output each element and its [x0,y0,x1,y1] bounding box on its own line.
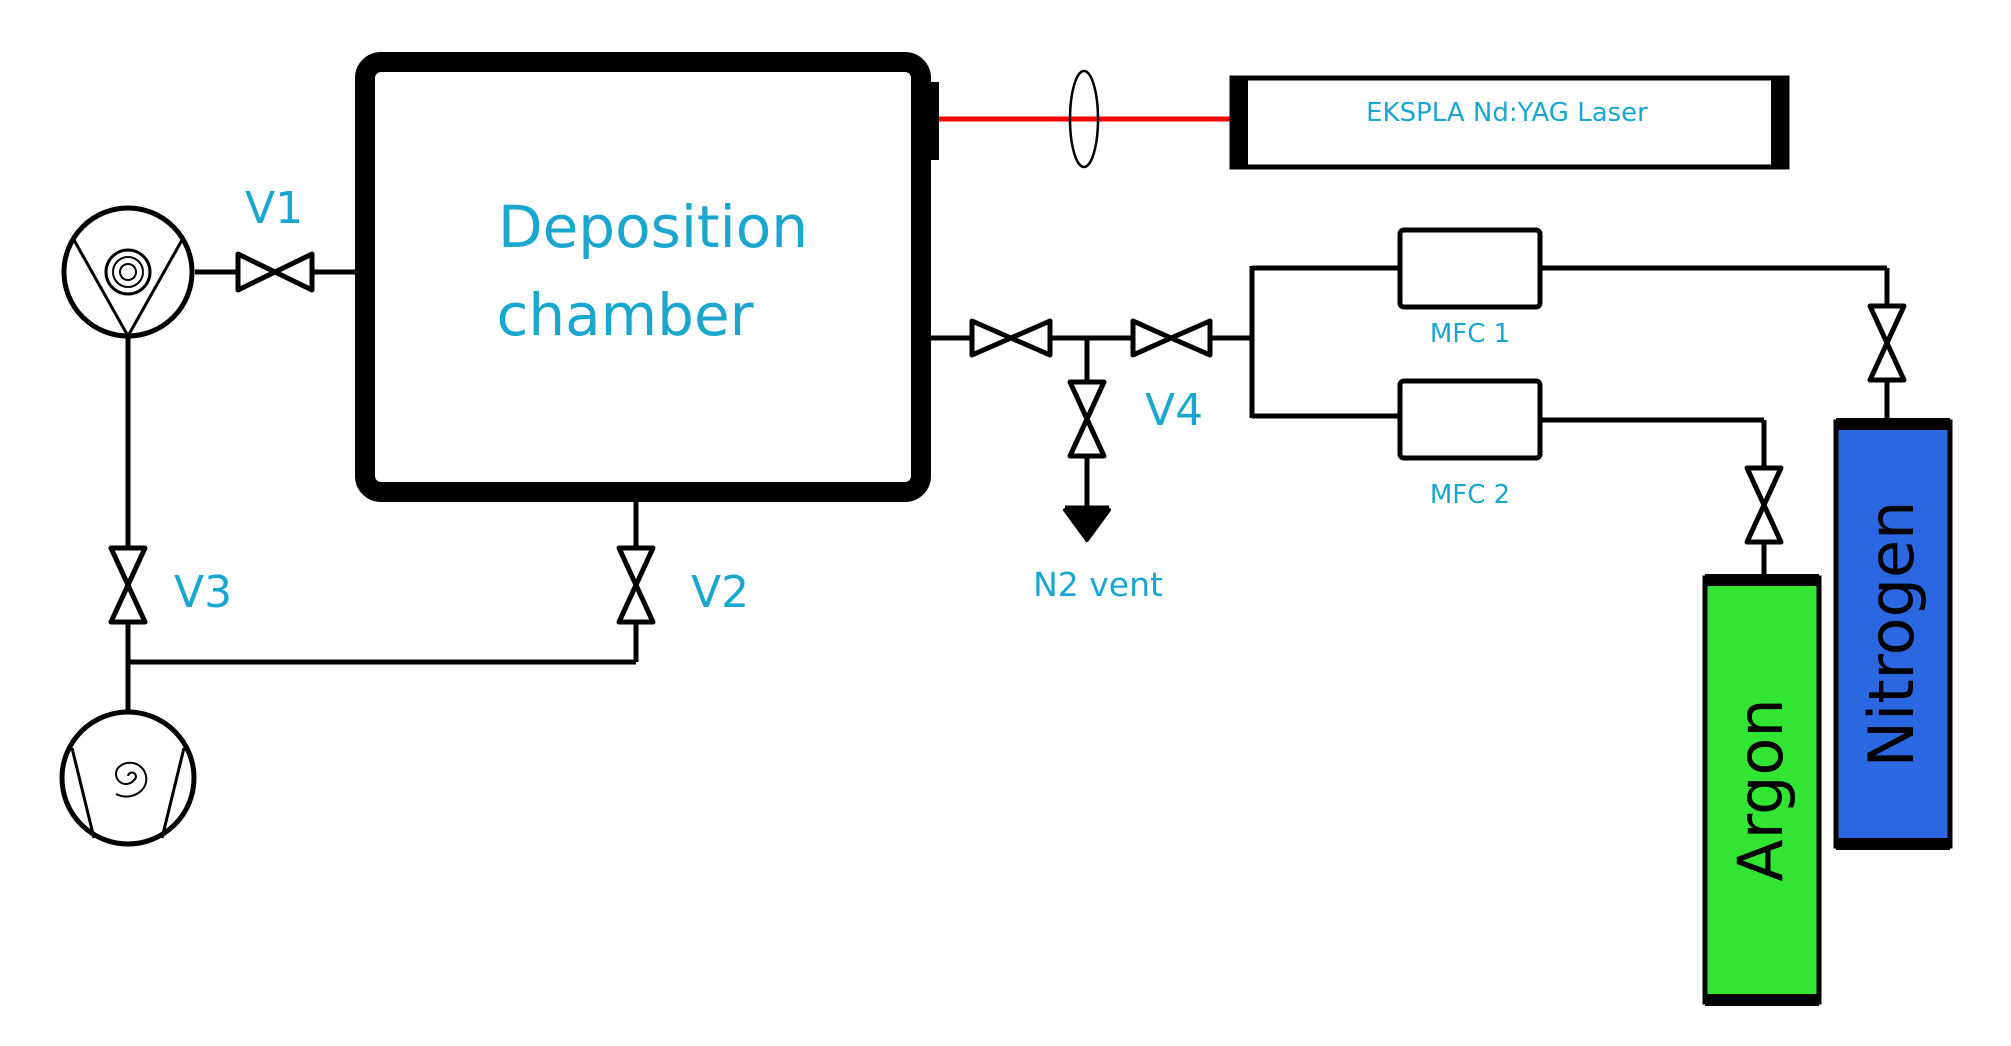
nitrogen-cylinder: Nitrogen [1833,418,1953,850]
label-n2-vent: N2 vent [1033,565,1163,604]
lens-icon [1068,69,1100,169]
laser-unit: EKSPLA Nd:YAG Laser [1229,75,1790,170]
deposition-chamber: Deposition chamber [355,52,939,502]
valve-icon-v3[interactable] [108,545,148,625]
valve-icon-outlet[interactable] [969,318,1053,358]
chamber-label-line1: Deposition [498,193,808,261]
scroll-pump-icon [59,709,197,847]
chamber-label-line2: chamber [496,281,753,349]
label-v2: V2 [691,567,749,618]
valve-icon-argon[interactable] [1744,465,1784,545]
laser-label: EKSPLA Nd:YAG Laser [1366,98,1648,128]
label-mfc1: MFC 1 [1430,319,1510,349]
label-v3: V3 [174,567,232,618]
label-mfc2: MFC 2 [1430,480,1510,510]
valve-icon-v2[interactable] [616,545,656,625]
valve-icon-nitrogen[interactable] [1867,303,1907,383]
valve-icon-vent[interactable] [1067,379,1107,459]
pipes [125,265,1890,711]
label-v4: V4 [1145,385,1203,436]
label-v1: V1 [245,183,303,234]
valve-icon-v1[interactable] [235,251,315,293]
argon-label: Argon [1724,698,1797,881]
mfc-2 [1397,378,1543,461]
turbo-pump-icon [61,205,195,339]
argon-cylinder: Argon [1702,574,1822,1006]
vent-triangle-icon [1063,505,1111,542]
valve-icon-v4[interactable] [1130,318,1213,358]
mfc-1 [1397,227,1543,310]
nitrogen-label: Nitrogen [1855,501,1928,768]
